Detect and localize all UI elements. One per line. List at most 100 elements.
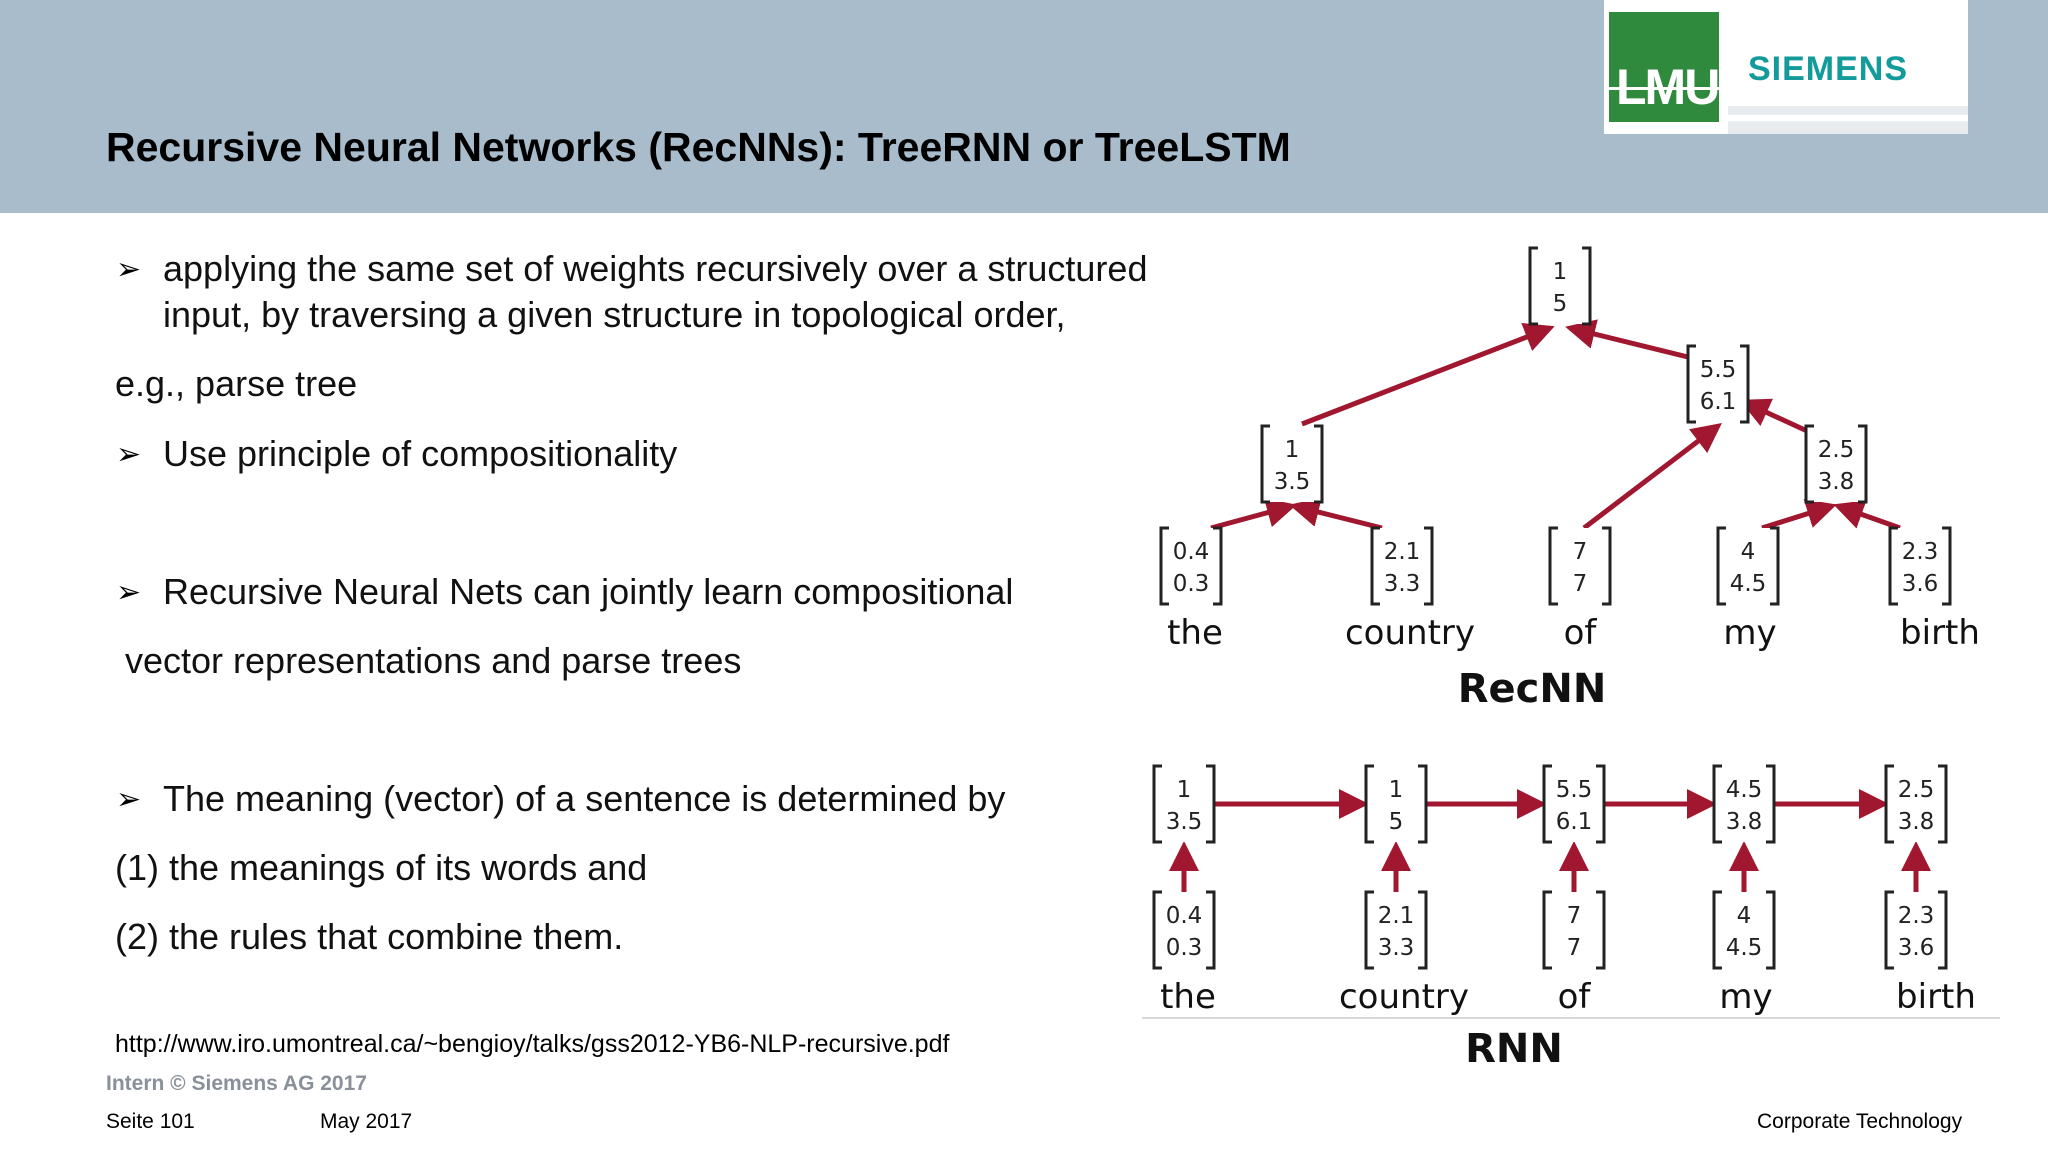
bullet-arrow-icon: ➢ bbox=[116, 576, 142, 609]
diagram-arrows bbox=[1169, 319, 1931, 892]
vector-value: 1 bbox=[1389, 777, 1404, 803]
bracket-right bbox=[1582, 246, 1592, 326]
bullet-arrow-icon: ➢ bbox=[116, 438, 142, 471]
rnn-input-vector: 2.13.3 bbox=[1364, 890, 1428, 970]
rnn-input-vector: 77 bbox=[1542, 890, 1606, 970]
recnn-leaf-vector: 0.40.3 bbox=[1159, 526, 1223, 606]
bracket-right bbox=[1596, 890, 1606, 970]
rnn-hidden-vector: 5.56.1 bbox=[1542, 764, 1606, 844]
vector-value: 2.5 bbox=[1898, 777, 1935, 803]
recnn-arrow bbox=[1210, 498, 1297, 531]
vector-value: 5 bbox=[1389, 809, 1404, 835]
recnn-arrow bbox=[1289, 497, 1383, 531]
bracket-right bbox=[1206, 890, 1216, 970]
bracket-right bbox=[1206, 764, 1216, 844]
bracket-left bbox=[1712, 890, 1722, 970]
bracket-left bbox=[1884, 890, 1894, 970]
bracket-left bbox=[1370, 526, 1380, 606]
bracket-left bbox=[1159, 526, 1169, 606]
lmu-logo-bar bbox=[1609, 87, 1719, 90]
rnn-hidden-vector: 4.53.8 bbox=[1712, 764, 1776, 844]
footer-department: Corporate Technology bbox=[1757, 1110, 1963, 1133]
rnn-label: RNN bbox=[1465, 1026, 1563, 1072]
vector-value: 3.8 bbox=[1818, 469, 1855, 495]
vector-value: 7 bbox=[1567, 903, 1582, 929]
vector-value: 0.4 bbox=[1166, 903, 1203, 929]
vector-value: 4 bbox=[1737, 903, 1752, 929]
source-url[interactable]: http://www.iro.umontreal.ca/~bengioy/tal… bbox=[115, 1030, 950, 1058]
vector-value: 2.3 bbox=[1902, 539, 1939, 565]
bracket-left bbox=[1364, 764, 1374, 844]
vector-value: 3.5 bbox=[1166, 809, 1203, 835]
bracket-right bbox=[1938, 764, 1948, 844]
vector-value: 4.5 bbox=[1726, 935, 1763, 961]
text-line: vector representations and parse trees bbox=[125, 640, 742, 681]
vector-value: 3.6 bbox=[1902, 571, 1939, 597]
vector-value: 0.4 bbox=[1173, 539, 1210, 565]
bracket-right bbox=[1770, 526, 1780, 606]
recnn-arrow bbox=[1761, 499, 1837, 531]
text-line: e.g., parse tree bbox=[115, 363, 358, 404]
rnn-hidden-vector: 15 bbox=[1364, 764, 1428, 844]
bracket-left bbox=[1152, 890, 1162, 970]
vector-value: 6.1 bbox=[1556, 809, 1593, 835]
bracket-right bbox=[1424, 526, 1434, 606]
bracket-left bbox=[1152, 764, 1162, 844]
bullet-arrow-icon: ➢ bbox=[116, 253, 142, 286]
recnn-leaf-vector: 2.13.3 bbox=[1370, 526, 1434, 606]
vector-value: 7 bbox=[1573, 539, 1588, 565]
recnn-internal-vector: 2.53.8 bbox=[1804, 424, 1868, 504]
vector-value: 3.8 bbox=[1726, 809, 1763, 835]
bracket-right bbox=[1602, 526, 1612, 606]
recnn-leaf-vector: 44.5 bbox=[1716, 526, 1780, 606]
vector-value: 5 bbox=[1553, 291, 1568, 317]
recnn-leaf-vector: 77 bbox=[1548, 526, 1612, 606]
word-label: my bbox=[1723, 613, 1776, 653]
vector-value: 4 bbox=[1741, 539, 1756, 565]
logo-divider bbox=[1728, 121, 1968, 134]
vector-value: 3.3 bbox=[1378, 935, 1415, 961]
rnn-input-vector: 0.40.3 bbox=[1152, 890, 1216, 970]
bracket-right bbox=[1938, 890, 1948, 970]
logo-divider bbox=[1728, 106, 1968, 115]
recnn-arrow bbox=[1301, 323, 1555, 427]
word-label: the bbox=[1160, 977, 1216, 1017]
bullet-line: Recursive Neural Nets can jointly learn … bbox=[163, 571, 1014, 612]
bracket-left bbox=[1712, 764, 1722, 844]
bracket-left bbox=[1528, 246, 1538, 326]
vector-value: 2.5 bbox=[1818, 437, 1855, 463]
lmu-logo: LMU bbox=[1609, 12, 1720, 122]
bracket-left bbox=[1260, 424, 1270, 504]
bullet-line-continued: input, by traversing a given structure i… bbox=[163, 294, 1066, 335]
vector-value: 0.3 bbox=[1173, 571, 1210, 597]
vector-value: 4.5 bbox=[1726, 777, 1763, 803]
footer-date: May 2017 bbox=[320, 1110, 413, 1133]
bullet-line: The meaning (vector) of a sentence is de… bbox=[163, 778, 1006, 819]
diagram-nodes: 0.40.32.13.37744.52.33.61513.55.56.12.53… bbox=[1152, 246, 1952, 970]
vector-value: 3.3 bbox=[1384, 571, 1421, 597]
bracket-right bbox=[1314, 424, 1324, 504]
lmu-logo-text: LMU bbox=[1616, 59, 1720, 115]
word-label: of bbox=[1564, 613, 1598, 653]
vector-value: 1 bbox=[1553, 259, 1568, 285]
vector-value: 6.1 bbox=[1700, 389, 1737, 415]
vector-value: 3.5 bbox=[1274, 469, 1311, 495]
bracket-left bbox=[1716, 526, 1726, 606]
bracket-right bbox=[1766, 890, 1776, 970]
bullet-line: Use principle of compositionality bbox=[163, 433, 678, 474]
recnn-arrow bbox=[1582, 422, 1722, 530]
bullet-line: applying the same set of weights recursi… bbox=[163, 248, 1148, 289]
bracket-right bbox=[1418, 764, 1428, 844]
vector-value: 4.5 bbox=[1730, 571, 1767, 597]
siemens-logo: SIEMENS bbox=[1748, 50, 1909, 88]
vector-value: 3.8 bbox=[1898, 809, 1935, 835]
vector-value: 2.1 bbox=[1378, 903, 1415, 929]
recnn-arrow bbox=[1565, 319, 1693, 361]
word-label: birth bbox=[1896, 977, 1976, 1017]
word-label: my bbox=[1719, 977, 1772, 1017]
text-line: (2) the rules that combine them. bbox=[115, 916, 624, 957]
vector-value: 1 bbox=[1285, 437, 1300, 463]
word-label: birth bbox=[1900, 613, 1980, 653]
bullet-arrow-icon: ➢ bbox=[116, 783, 142, 816]
